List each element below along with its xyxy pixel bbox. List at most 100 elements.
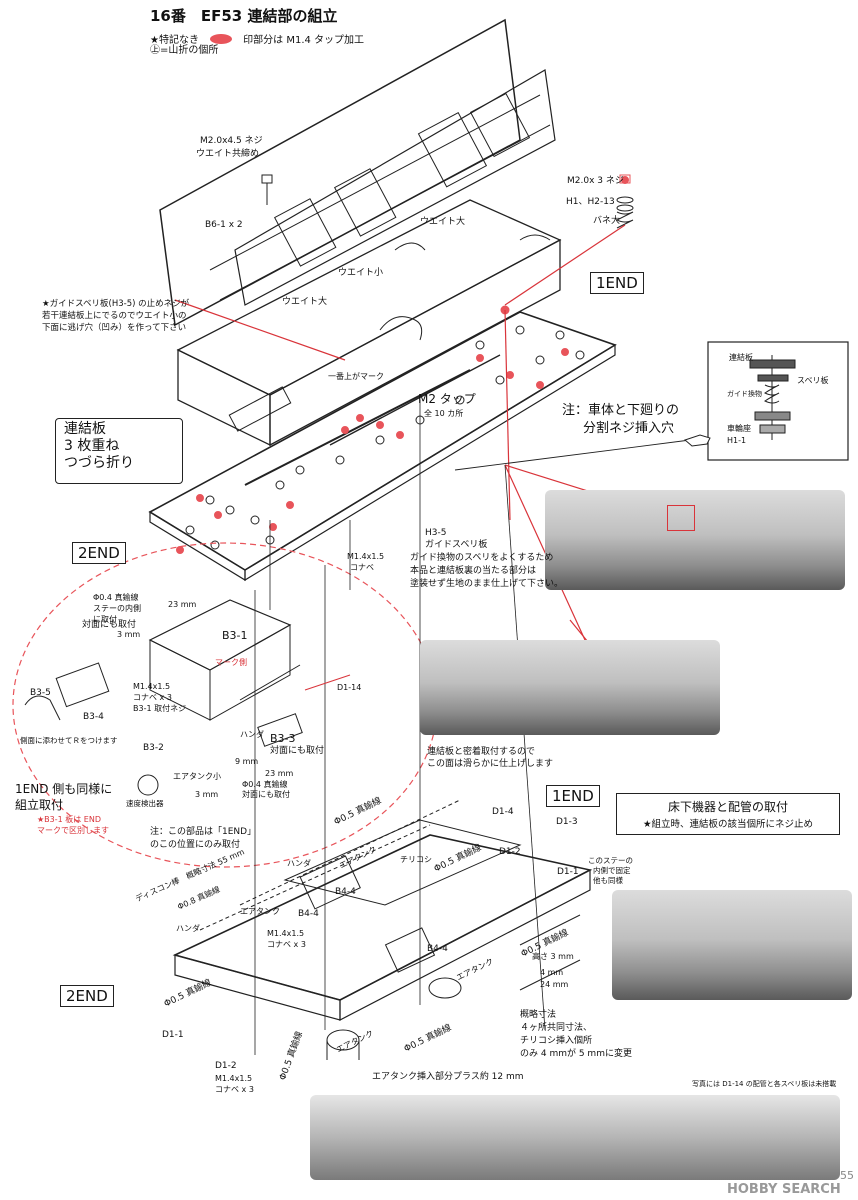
label-m14-15: M1.4x1.5 — [347, 552, 385, 561]
label-b44-c: B4-4 — [427, 944, 448, 954]
approx-3: チリコシ挿入個所 — [520, 1036, 593, 1046]
end-label-1end-top: 1END — [590, 272, 644, 294]
stay-note-3: 他も同様 — [593, 876, 623, 885]
label-konabe: コナベ — [350, 563, 374, 572]
end1-note-1: 1END 側も同様に — [15, 782, 113, 796]
h35-note-1: ガイド換物のスベリをよくするため — [410, 553, 554, 563]
screws — [261, 174, 634, 229]
label-b32: B3-2 — [143, 743, 164, 753]
h35-note-3: 塗装せず生地のまま仕上げて下さい。 — [410, 579, 564, 589]
label-wire04-1: Φ0.4 真鍮線 — [93, 593, 139, 602]
label-m14-3b: M1.4x1.5 — [215, 1074, 253, 1083]
label-wire04b-1: Φ0.4 真鍮線 — [242, 780, 288, 789]
label-handa-2: ハンダ — [287, 859, 311, 868]
label-opposite-1: 対面にも取付 — [82, 620, 137, 630]
one-end-note-2: のこの位置にのみ取付 — [150, 840, 241, 850]
end-label-2end-mid: 2END — [72, 542, 126, 564]
split-screw-note-2: 分割ネジ挿入穴 — [583, 421, 675, 436]
label-screw-m2x3: M2.0x 3 ネジ — [567, 176, 624, 186]
label-air-tank-b: エアタンク — [240, 907, 280, 916]
label-top-mark: 一番上がマーク — [328, 372, 384, 381]
label-h1-h2: H1、H2-13 — [566, 197, 615, 207]
underfloor-title: 床下機器と配管の取付 — [667, 800, 788, 814]
label-side-note: 側面に添わせてＲをつけます — [20, 736, 118, 745]
label-b31-screw: B3-1 取付ネジ — [133, 704, 187, 713]
label-h35: H3-5 — [425, 528, 447, 538]
inset-label-wheel: 車輪座 — [727, 424, 751, 433]
plates-line-2: 3 枚重ね — [64, 437, 120, 454]
page-title: 16番 EF53 連結部の組立 — [150, 7, 338, 25]
label-mark-side: マーク側 — [215, 658, 247, 667]
label-opposite-2: 対面にも取付 — [270, 746, 325, 756]
label-m2-tap: M2 タップ — [418, 392, 476, 406]
label-screw-m2x45: M2.0x4.5 ネジ — [200, 136, 263, 146]
label-d14: D1-4 — [492, 807, 514, 817]
label-m14-3a: M1.4x1.5 — [267, 929, 305, 938]
conn-note-2: この面は滑らかに仕上げします — [427, 759, 554, 769]
label-d13: D1-3 — [556, 817, 578, 827]
label-handa-3: ハンダ — [176, 924, 200, 933]
label-konabe-3b: コナベ x 3 — [215, 1085, 254, 1094]
plates-callout: 連結板 3 枚重ね つづら折り — [55, 418, 183, 484]
legend-mountain-fold: ㊤=山折の個所 — [150, 45, 219, 56]
label-b44-b: B4-4 — [298, 909, 319, 919]
underfloor-subtitle: ★組立時、連結板の該当個所にネジ止め — [642, 819, 814, 830]
legend-tap-text: 印部分は M1.4 タップ加工 — [243, 35, 365, 46]
label-height-3: 高さ 3 mm — [532, 952, 574, 961]
label-b31: B3-1 — [222, 629, 248, 642]
label-spring-large: バネ大 — [593, 216, 621, 226]
legend-no-mark: ★特記なき — [150, 35, 199, 46]
label-weight-large-2: ウエイト大 — [282, 297, 328, 307]
label-d12: D1-2 — [499, 847, 521, 857]
label-wire04b-2: 対面にも取付 — [242, 790, 290, 799]
label-d11: D1-1 — [557, 867, 579, 877]
approx-1: 概略寸法 — [520, 1010, 557, 1020]
bogie-bracket — [24, 599, 351, 796]
photo-mechanism-top — [545, 490, 845, 590]
page-number: 55 — [840, 1169, 854, 1182]
b31-note-2: マークで区別します — [37, 826, 109, 835]
inset-label-slide: スベリ板 — [797, 376, 829, 385]
underfloor-box: 床下機器と配管の取付 ★組立時、連結板の該当個所にネジ止め — [616, 793, 840, 835]
label-wire04-2: ステーの内側 — [93, 604, 141, 613]
connecting-plate — [148, 311, 617, 582]
photo-mechanism-middle — [420, 640, 720, 735]
car-body-panel — [159, 18, 556, 327]
label-dim-24: 24 mm — [540, 980, 569, 989]
plate-holes — [185, 325, 585, 550]
legend: ★特記なき 印部分は M1.4 タップ加工 — [150, 28, 364, 47]
label-d11-b: D1-1 — [162, 1030, 184, 1040]
end1-note-2: 組立取付 — [15, 798, 64, 812]
label-chirikoshi: チリコシ — [400, 855, 432, 864]
label-h35-guide: ガイドスベリ板 — [425, 540, 488, 550]
inset-diagram — [707, 341, 849, 461]
split-screw-pointer — [454, 439, 691, 471]
label-konabe-3a: コナベ x 3 — [267, 940, 306, 949]
label-b35: B3-5 — [30, 688, 51, 698]
photo-underfloor — [612, 890, 852, 1000]
stay-note-1: このステーの — [588, 856, 633, 865]
label-m2-tap-count: 全 10 カ所 — [424, 409, 464, 418]
tap-mark-icon — [210, 33, 233, 44]
end-label-2end-bottom: 2END — [60, 985, 114, 1007]
photo-bogie-frame — [310, 1095, 840, 1180]
pointing-hand-icon — [684, 434, 711, 447]
label-konabe-x3: コナベ x 3 — [133, 693, 172, 702]
label-handa-1: ハンダ — [240, 730, 264, 739]
label-dim-4: 4 mm — [540, 968, 564, 977]
label-weight-large-1: ウエイト大 — [420, 217, 466, 227]
label-dim-23b: 23 mm — [265, 769, 294, 778]
air-insert-note: エアタンク挿入部分プラス約 12 mm — [372, 1072, 524, 1082]
highlight-box — [667, 505, 695, 531]
label-b6: B6-1 x 2 — [205, 220, 243, 230]
approx-2: ４ヶ所共同寸法、 — [520, 1023, 593, 1033]
label-d114: D1-14 — [337, 683, 362, 692]
inset-label-h11: H1-1 — [727, 436, 747, 445]
label-air-small: エアタンク小 — [173, 772, 221, 781]
end-label-1end-bottom: 1END — [546, 785, 600, 807]
one-end-note-1: 注：この部品は「1END」 — [150, 827, 257, 837]
inset-label-guide: ガイド換物 — [727, 390, 762, 398]
split-screw-note-1: 注：車体と下廻りの — [562, 403, 680, 418]
